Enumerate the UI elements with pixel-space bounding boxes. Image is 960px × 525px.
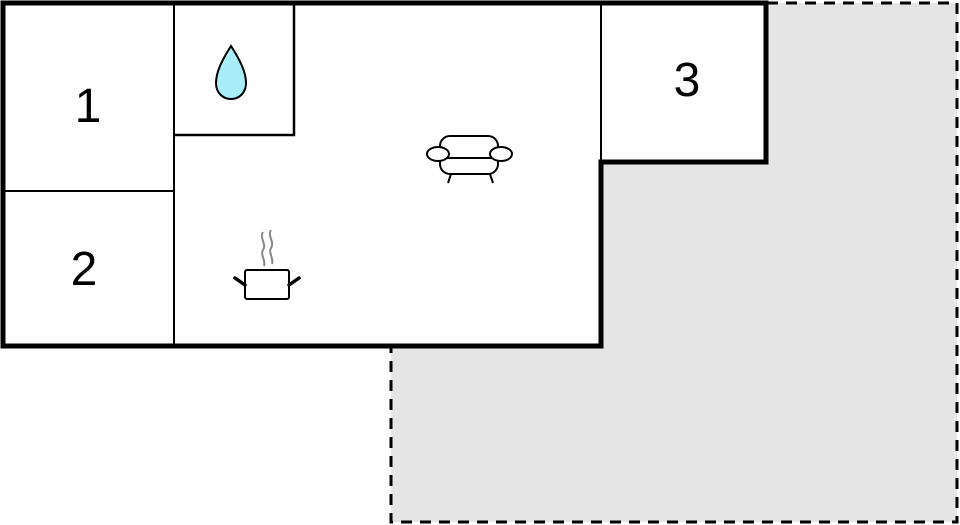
room-2-label: 2	[71, 243, 98, 296]
building	[0, 0, 769, 349]
bathroom-water-drop-icon	[214, 44, 248, 101]
room-1-label: 1	[75, 80, 102, 133]
room-3-label: 3	[674, 54, 701, 107]
cooking-pot-icon	[233, 229, 301, 300]
sofa-icon	[426, 135, 513, 184]
